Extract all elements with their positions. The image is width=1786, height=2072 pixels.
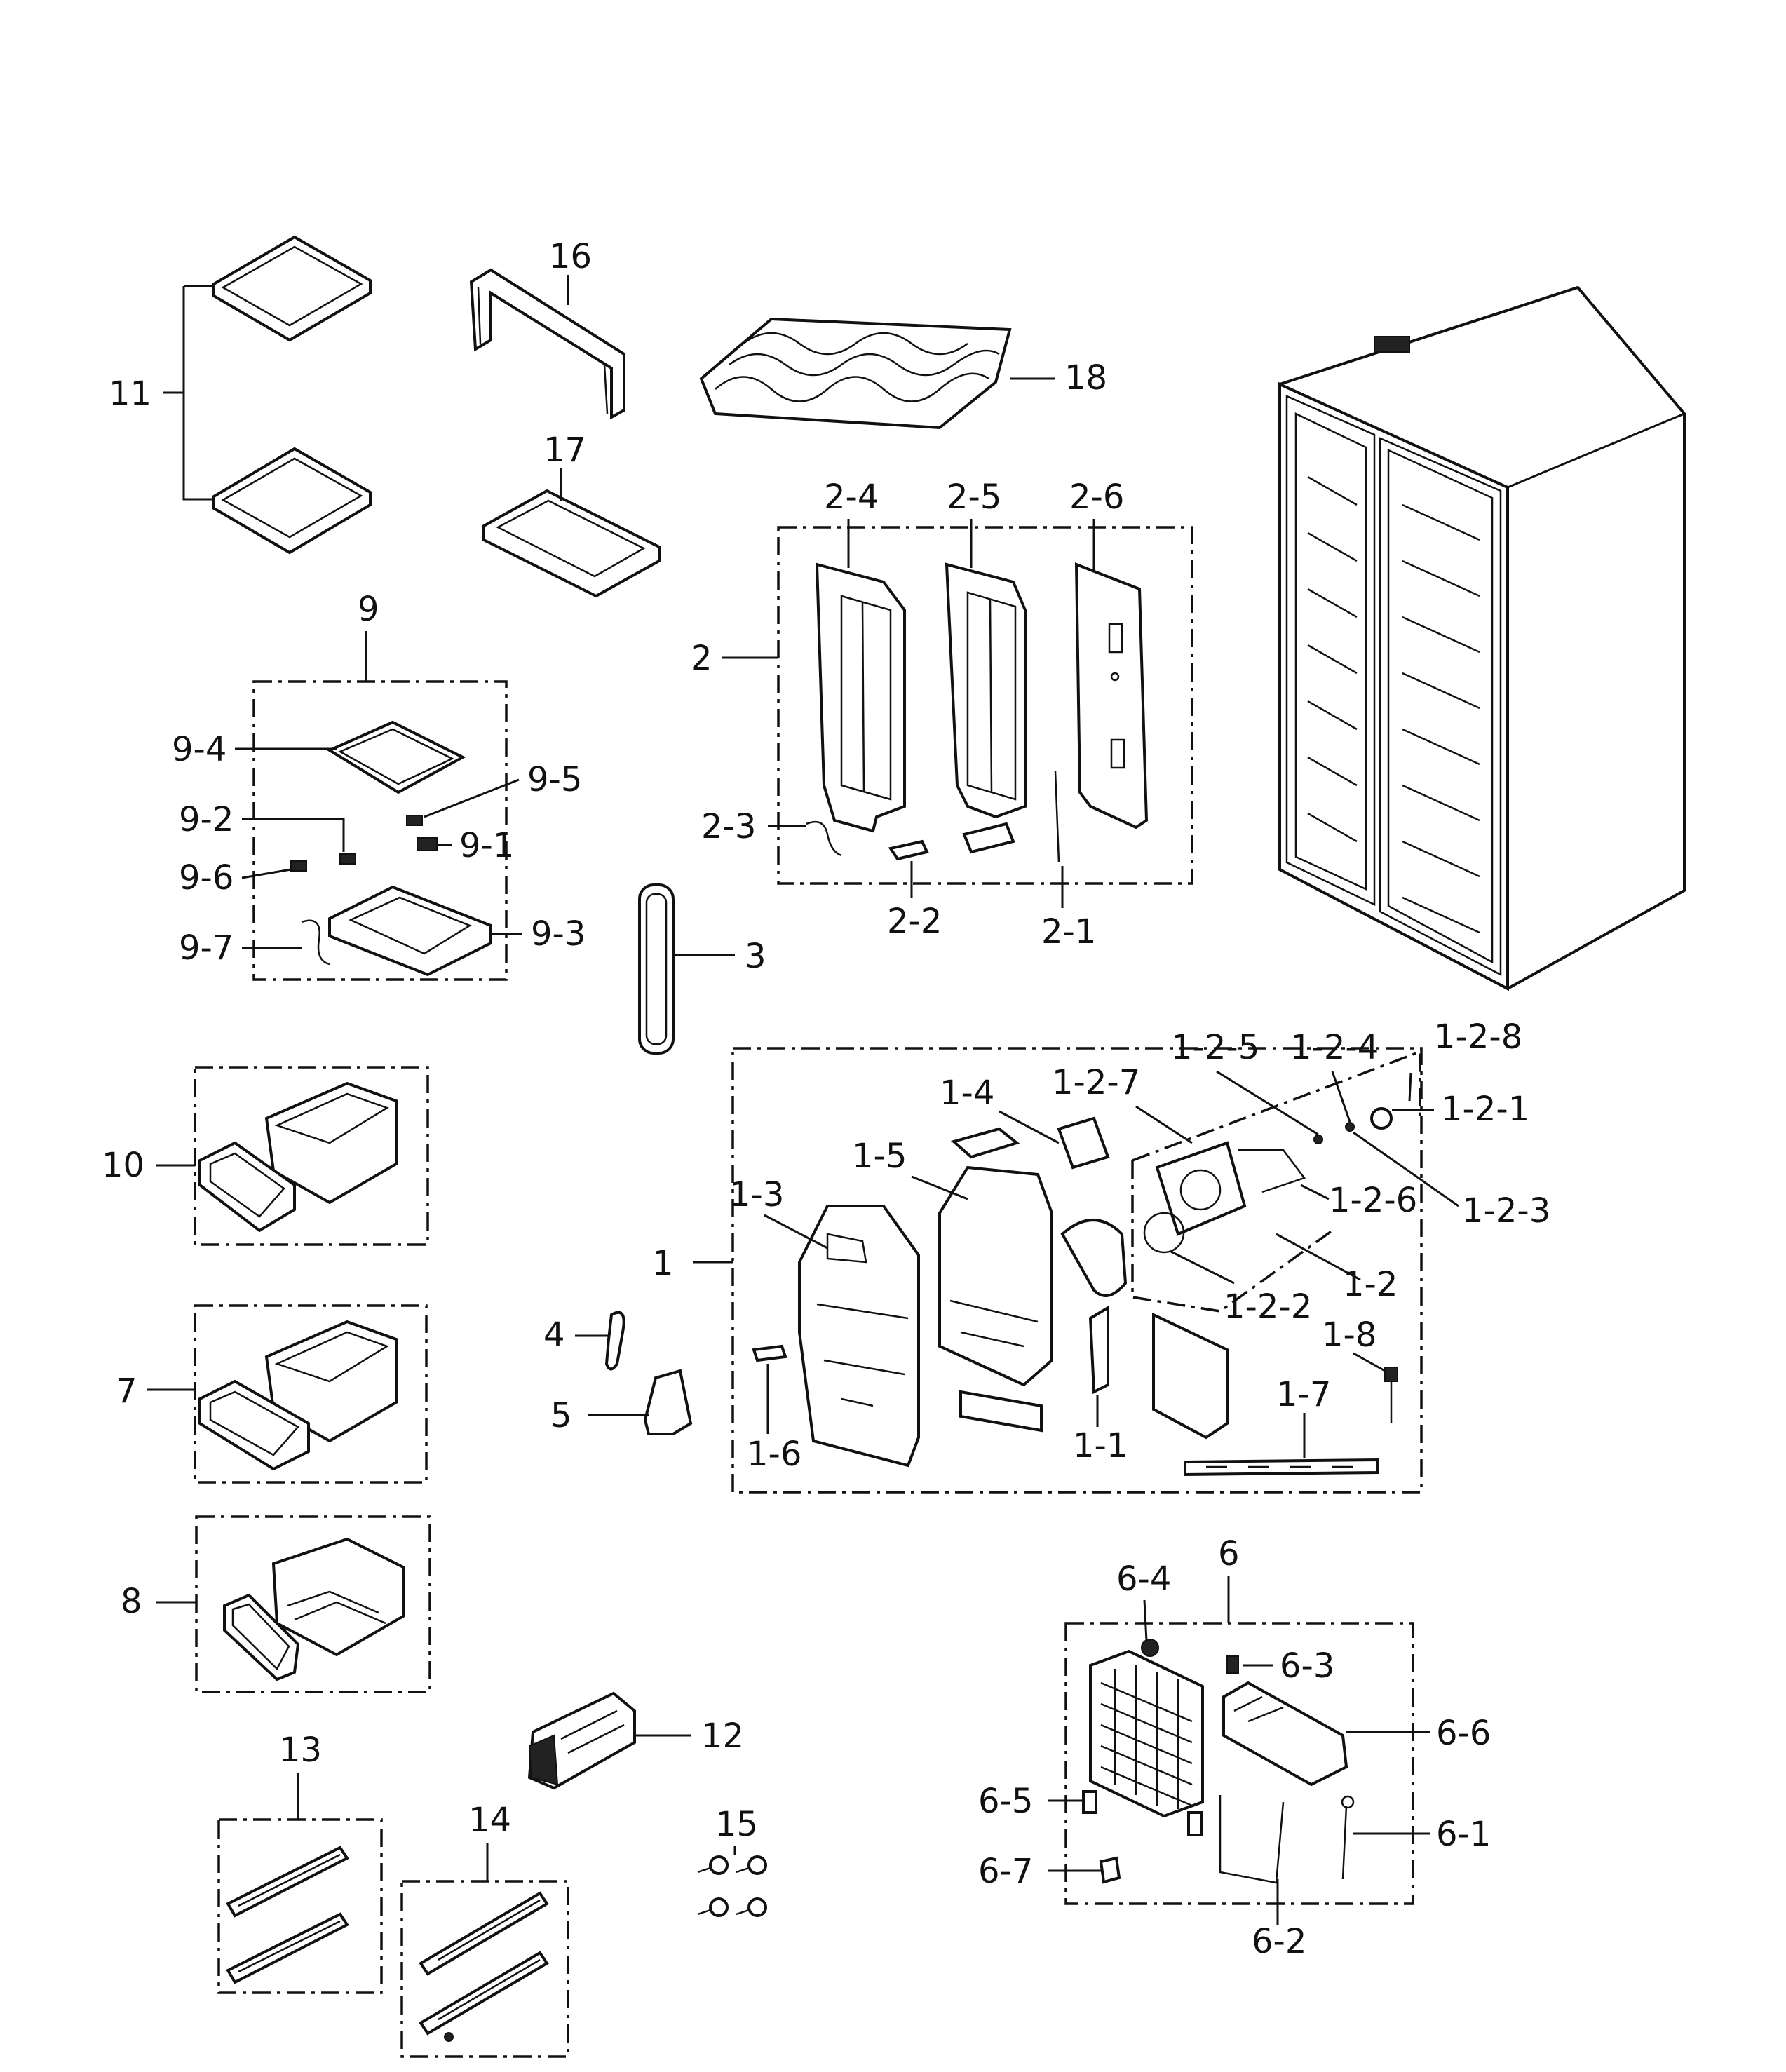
refrigerator-cabinet bbox=[1278, 285, 1686, 991]
part-6-assembly bbox=[1064, 1622, 1414, 1905]
label-2-6: 2-6 bbox=[1069, 478, 1124, 517]
label-1: 1 bbox=[652, 1244, 674, 1283]
label-6-7: 6-7 bbox=[978, 1852, 1033, 1891]
leader-1-2 bbox=[1276, 1233, 1361, 1281]
label-8: 8 bbox=[121, 1582, 142, 1621]
part-16-bracket bbox=[469, 268, 625, 420]
leader-1-2-7 bbox=[1135, 1105, 1193, 1144]
leader-1-5 bbox=[911, 1175, 968, 1200]
part-11-shelves bbox=[163, 235, 372, 555]
leader-1-2-4 bbox=[1331, 1071, 1351, 1123]
label-1-3: 1-3 bbox=[729, 1175, 784, 1214]
label-1-2-5: 1-2-5 bbox=[1171, 1028, 1259, 1067]
label-2-2: 2-2 bbox=[887, 902, 942, 941]
label-1-2-7: 1-2-7 bbox=[1052, 1063, 1140, 1102]
label-9-1: 9-1 bbox=[459, 826, 514, 865]
label-1-6: 1-6 bbox=[747, 1435, 801, 1474]
leader-9-2 bbox=[242, 818, 345, 852]
label-15: 15 bbox=[715, 1805, 758, 1844]
label-6-5: 6-5 bbox=[978, 1782, 1033, 1821]
part-1-assembly bbox=[731, 1047, 1423, 1494]
label-1-1: 1-1 bbox=[1073, 1426, 1128, 1465]
label-1-2-6: 1-2-6 bbox=[1329, 1181, 1417, 1220]
leader-1-8 bbox=[1353, 1352, 1386, 1372]
label-10: 10 bbox=[102, 1146, 144, 1185]
label-17: 17 bbox=[543, 431, 586, 470]
label-6-1: 6-1 bbox=[1436, 1815, 1491, 1854]
leader-1-2-5 bbox=[1216, 1070, 1319, 1136]
label-1-5: 1-5 bbox=[852, 1137, 907, 1176]
part-4 bbox=[604, 1311, 625, 1371]
label-2-5: 2-5 bbox=[947, 478, 1001, 517]
leader-1-3 bbox=[764, 1214, 828, 1250]
label-14: 14 bbox=[468, 1801, 511, 1840]
label-6-2: 6-2 bbox=[1252, 1922, 1306, 1961]
label-4: 4 bbox=[543, 1315, 565, 1355]
label-9-6: 9-6 bbox=[179, 858, 234, 898]
label-12: 12 bbox=[701, 1716, 744, 1756]
label-6-6: 6-6 bbox=[1436, 1714, 1491, 1753]
label-2-4: 2-4 bbox=[824, 478, 879, 517]
label-6-4: 6-4 bbox=[1116, 1559, 1171, 1599]
part-5 bbox=[643, 1369, 693, 1435]
leader-9-6 bbox=[241, 868, 292, 879]
label-16: 16 bbox=[549, 237, 592, 276]
part-15-screws bbox=[697, 1855, 767, 1917]
label-6: 6 bbox=[1218, 1534, 1240, 1573]
label-9-2: 9-2 bbox=[179, 800, 234, 839]
label-11: 11 bbox=[109, 374, 151, 414]
label-13: 13 bbox=[279, 1731, 322, 1770]
leader-1-2-8 bbox=[1408, 1072, 1412, 1102]
part-14-rails bbox=[400, 1880, 569, 2058]
label-9: 9 bbox=[358, 590, 379, 629]
label-5: 5 bbox=[550, 1396, 572, 1435]
label-18: 18 bbox=[1064, 358, 1107, 398]
label-1-7: 1-7 bbox=[1276, 1375, 1331, 1414]
label-1-4: 1-4 bbox=[940, 1074, 994, 1113]
label-9-7: 9-7 bbox=[179, 928, 234, 968]
part-17-tray bbox=[482, 489, 661, 598]
label-2: 2 bbox=[691, 639, 712, 678]
part-8-drawer bbox=[195, 1515, 431, 1693]
part-10-drawer bbox=[194, 1066, 429, 1246]
part-3-strip bbox=[638, 883, 675, 1055]
label-1-2-2: 1-2-2 bbox=[1224, 1287, 1312, 1327]
label-1-2-1: 1-2-1 bbox=[1441, 1090, 1529, 1129]
label-7: 7 bbox=[116, 1372, 137, 1411]
part-9-assembly bbox=[252, 680, 508, 981]
part-18-wine-rack bbox=[699, 317, 1012, 430]
leader-1-4 bbox=[999, 1110, 1060, 1144]
label-9-4: 9-4 bbox=[172, 730, 226, 769]
part-13-rails bbox=[217, 1818, 383, 1994]
label-1-8: 1-8 bbox=[1322, 1315, 1376, 1355]
label-1-2-4: 1-2-4 bbox=[1290, 1028, 1379, 1067]
part-7-drawer bbox=[194, 1304, 428, 1484]
leader-1-2-2 bbox=[1170, 1250, 1235, 1285]
leader-1-2-6 bbox=[1300, 1184, 1330, 1200]
part-12 bbox=[527, 1691, 636, 1790]
leader-6-4 bbox=[1143, 1599, 1148, 1641]
label-2-3: 2-3 bbox=[701, 807, 756, 846]
label-9-5: 9-5 bbox=[527, 760, 582, 799]
label-1-2-8: 1-2-8 bbox=[1434, 1017, 1522, 1057]
leader-9-5 bbox=[424, 778, 520, 818]
label-3: 3 bbox=[745, 937, 766, 976]
part-2-assembly bbox=[777, 526, 1193, 885]
label-1-2-3: 1-2-3 bbox=[1462, 1191, 1550, 1231]
label-9-3: 9-3 bbox=[531, 914, 586, 954]
label-2-1: 2-1 bbox=[1041, 912, 1096, 952]
leader-1-2-3 bbox=[1353, 1131, 1459, 1207]
label-1-2: 1-2 bbox=[1343, 1265, 1398, 1304]
label-6-3: 6-3 bbox=[1280, 1646, 1334, 1686]
